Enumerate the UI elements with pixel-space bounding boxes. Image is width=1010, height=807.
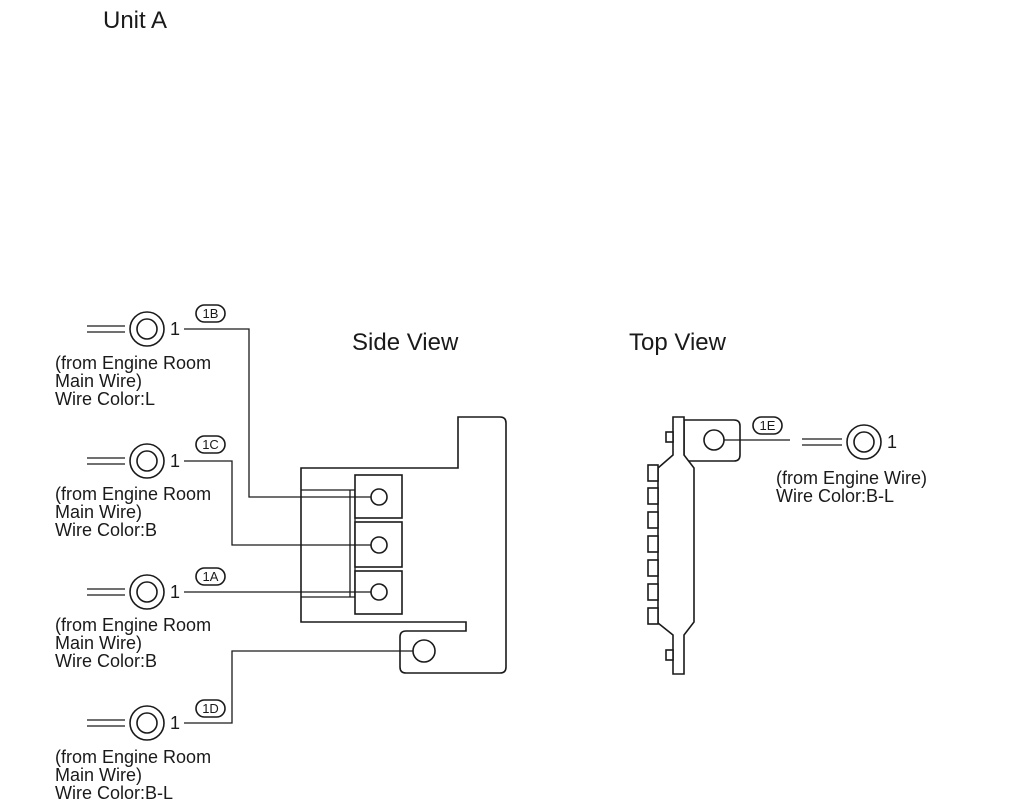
pin-number: 1 xyxy=(170,582,180,602)
top-view-housing xyxy=(647,416,741,675)
source-label: Main Wire) xyxy=(55,633,142,653)
pin-number: 1 xyxy=(170,713,180,733)
unit-title: Unit A xyxy=(103,7,167,34)
leader-1d xyxy=(184,650,413,724)
wire-color-label: Wire Color:L xyxy=(55,389,155,409)
wire-color-label: Wire Color:B xyxy=(55,651,157,671)
terminal-1c: 1 1C (from Engine Room Main Wire) Wire C… xyxy=(55,435,226,540)
stud-1e xyxy=(703,429,725,451)
terminal-1e: 1 1E (from Engine Wire) Wire Color:B-L xyxy=(752,416,927,506)
side-view-title: Side View xyxy=(352,329,459,356)
connector-tag: 1D xyxy=(202,701,219,716)
pin-number: 1 xyxy=(170,319,180,339)
source-label: (from Engine Room xyxy=(55,615,211,635)
source-label: (from Engine Room xyxy=(55,747,211,767)
connector-tag: 1A xyxy=(203,569,219,584)
stud-1a xyxy=(370,583,388,601)
connector-tag: 1C xyxy=(202,437,219,452)
source-label: Main Wire) xyxy=(55,765,142,785)
source-label: (from Engine Wire) xyxy=(776,468,927,488)
wire-color-label: Wire Color:B xyxy=(55,520,157,540)
top-view-title: Top View xyxy=(629,329,727,356)
wire-color-label: Wire Color:B-L xyxy=(55,783,173,803)
terminal-1a: 1 1A (from Engine Room Main Wire) Wire C… xyxy=(55,567,226,671)
terminal-1d: 1 1D (from Engine Room Main Wire) Wire C… xyxy=(55,699,226,803)
source-label: Main Wire) xyxy=(55,371,142,391)
connector-tag: 1B xyxy=(203,306,219,321)
source-label: Main Wire) xyxy=(55,502,142,522)
stud-1d xyxy=(412,639,436,663)
stud-1b xyxy=(370,488,388,506)
leader-1b xyxy=(184,328,371,498)
source-label: (from Engine Room xyxy=(55,484,211,504)
connector-tag: 1E xyxy=(760,418,776,433)
pin-number: 1 xyxy=(887,432,897,452)
leader-1c xyxy=(184,460,371,546)
terminal-1b: 1 1B (from Engine Room Main Wire) Wire C… xyxy=(55,304,226,409)
wire-color-label: Wire Color:B-L xyxy=(776,486,894,506)
stud-1c xyxy=(370,536,388,554)
source-label: (from Engine Room xyxy=(55,353,211,373)
pin-number: 1 xyxy=(170,451,180,471)
